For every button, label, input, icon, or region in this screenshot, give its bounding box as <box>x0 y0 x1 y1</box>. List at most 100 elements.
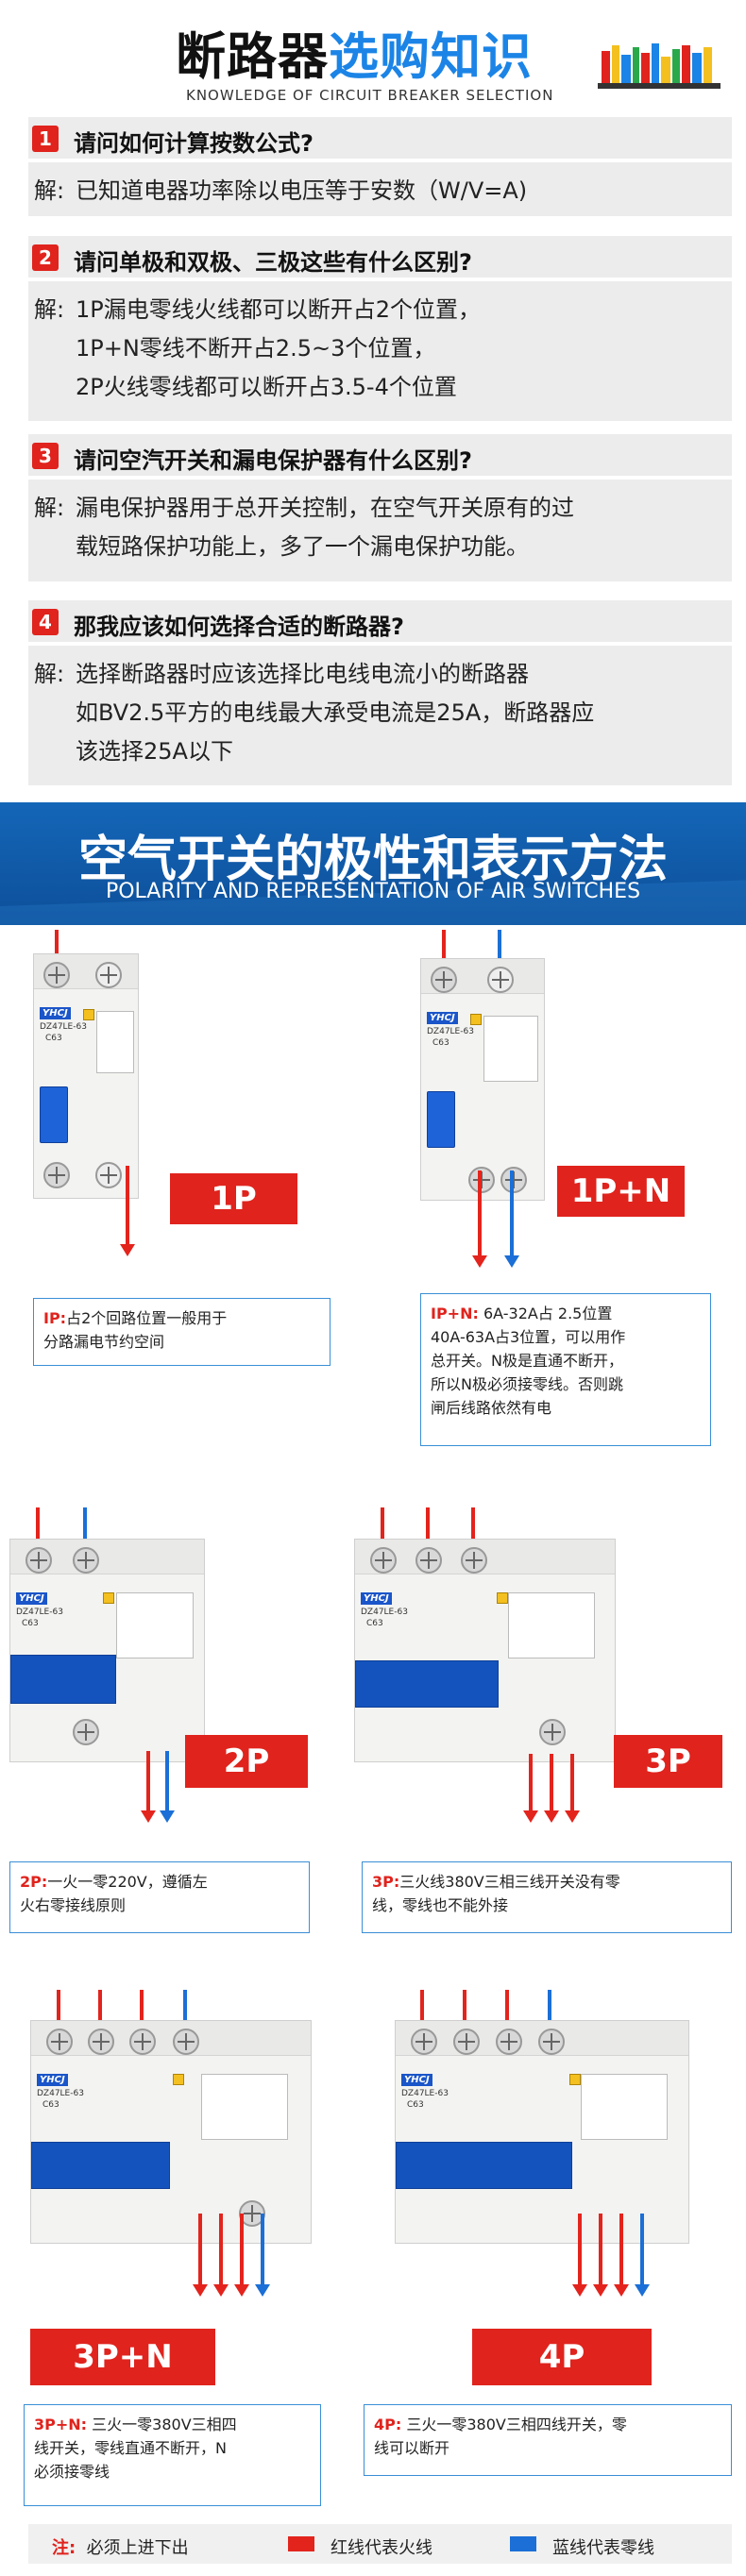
desc-key: 2P: <box>20 1873 48 1891</box>
arrow-down-icon <box>213 2284 229 2297</box>
terminal-screw-icon <box>461 1547 487 1574</box>
spec-label <box>483 1016 538 1082</box>
live-wire-in <box>381 1507 384 1545</box>
terminal-screw-icon <box>43 1162 70 1188</box>
desc-line: 三火一零380V三相四 <box>92 2416 237 2433</box>
desc-line: 占2个回路位置一般用于 <box>66 1309 228 1327</box>
rating-label: C63 <box>366 1619 383 1628</box>
live-wire-out <box>478 1170 482 1257</box>
pole-tag-1p: 1P <box>170 1173 297 1224</box>
desc-line: 线，零线也不能外接 <box>372 1896 509 1914</box>
switch-handle <box>355 1660 499 1708</box>
desc-line: 分路漏电节约空间 <box>43 1333 165 1351</box>
breaker-body: YHCJ DZ47LE-63 C63 <box>33 953 139 1199</box>
terminal-screw-icon <box>539 1719 566 1745</box>
desc-line: 火右零接线原则 <box>20 1896 127 1914</box>
answer-line: 选择断路器时应该选择比电线电流小的断路器 <box>76 661 529 687</box>
legend-note-key: 注: <box>52 2538 76 2558</box>
brand-label: YHCJ <box>427 1012 458 1024</box>
switch-handle <box>31 2142 170 2189</box>
pole-tag-2p: 2P <box>185 1735 308 1788</box>
bookshelf-icon <box>598 43 721 89</box>
spec-label <box>581 2074 668 2140</box>
model-label: DZ47LE-63 <box>37 2089 84 2098</box>
live-wire-out <box>240 2214 244 2287</box>
live-wire-in <box>36 1507 40 1545</box>
live-wire-out <box>570 1754 574 1812</box>
neutral-wire-in <box>183 1990 187 2028</box>
live-wire-in <box>57 1990 60 2028</box>
terminal-screw-icon <box>496 2029 522 2055</box>
test-button <box>83 1009 94 1020</box>
test-button <box>470 1014 482 1025</box>
section-banner: 空气开关的极性和表示方法 POLARITY AND REPRESENTATION… <box>0 802 746 925</box>
live-wire-in <box>442 930 446 968</box>
banner-title: 空气开关的极性和表示方法 <box>77 832 668 888</box>
model-label: DZ47LE-63 <box>427 1027 474 1036</box>
pole-desc-3pn: 3P+N: 三火一零380V三相四 线开关，零线直通不断开，N 必须接零线 <box>24 2404 321 2506</box>
breaker-body: YHCJ DZ47LE-63 C63 <box>395 2020 689 2244</box>
live-wire-in <box>55 930 59 968</box>
live-wire-out <box>126 1166 129 1246</box>
live-wire-out <box>619 2214 623 2287</box>
arrow-down-icon <box>255 2284 270 2297</box>
spec-label <box>201 2074 288 2140</box>
desc-key: IP+N: <box>431 1305 479 1322</box>
answer-label: 解: <box>34 177 65 204</box>
live-wire-out <box>578 2214 582 2287</box>
live-wire-in <box>98 1990 102 2028</box>
question-text: 请问单极和双极、三极这些有什么区别? <box>74 249 472 276</box>
rating-label: C63 <box>432 1038 449 1048</box>
legend-blue-label: 蓝线代表零线 <box>552 2538 654 2558</box>
title-black-part: 断路器 <box>176 28 329 86</box>
desc-key: 3P: <box>372 1873 400 1891</box>
live-wire-in <box>463 1990 466 2028</box>
terminal-screw-icon <box>538 2029 565 2055</box>
answer-2: 解: 1P漏电零线火线都可以断开占2个位置， 1P+N零线不断开占2.5~3个位… <box>28 281 732 421</box>
rating-label: C63 <box>42 2100 59 2110</box>
terminal-screw-icon <box>88 2029 114 2055</box>
answer-1: 解: 已知道电器功率除以电压等于安数（W/V=A) <box>28 162 732 216</box>
live-wire-out <box>529 1754 533 1812</box>
arrow-down-icon <box>593 2284 608 2297</box>
question-text: 那我应该如何选择合适的断路器? <box>74 614 404 640</box>
answer-line: 该选择25A以下 <box>76 738 233 765</box>
spec-label <box>116 1592 194 1658</box>
terminal-screw-icon <box>73 1719 99 1745</box>
arrow-down-icon <box>160 1810 175 1823</box>
answer-line: 漏电保护器用于总开关控制，在空气开关原有的过 <box>76 495 574 521</box>
banner-subtitle: POLARITY AND REPRESENTATION OF AIR SWITC… <box>105 880 641 903</box>
arrow-down-icon <box>472 1255 487 1268</box>
question-3: 3 请问空汽开关和漏电保护器有什么区别? <box>28 434 732 476</box>
model-label: DZ47LE-63 <box>361 1608 408 1617</box>
pole-tag-3p: 3P <box>614 1735 722 1788</box>
switch-handle <box>396 2142 572 2189</box>
blue-swatch <box>510 2536 536 2551</box>
model-label: DZ47LE-63 <box>401 2089 449 2098</box>
desc-line: 三火一零380V三相四线开关，零 <box>406 2416 627 2433</box>
terminal-screw-icon <box>453 2029 480 2055</box>
desc-line: 闸后线路依然有电 <box>431 1399 552 1417</box>
question-number: 4 <box>32 609 59 635</box>
terminal-screw-icon <box>73 1547 99 1574</box>
page-title: 断路器选购知识 <box>176 17 533 89</box>
terminal-screw-icon <box>173 2029 199 2055</box>
answer-line: 2P火线零线都可以断开占3.5-4个位置 <box>76 374 457 400</box>
brand-label: YHCJ <box>361 1592 392 1605</box>
answer-label: 解: <box>34 495 65 521</box>
question-number: 2 <box>32 244 59 271</box>
pole-desc-1pn: IP+N: 6A-32A占 2.5位置 40A-63A占3位置，可以用作 总开关… <box>420 1293 711 1446</box>
live-wire-in <box>505 1990 509 2028</box>
arrow-down-icon <box>635 2284 650 2297</box>
terminal-screw-icon <box>25 1547 52 1574</box>
pole-desc-3p: 3P:三火线380V三相三线开关没有零 线，零线也不能外接 <box>362 1861 732 1933</box>
answer-line: 载短路保护功能上，多了一个漏电保护功能。 <box>76 533 529 560</box>
pole-tag-4p: 4P <box>472 2329 652 2385</box>
desc-line: 必须接零线 <box>34 2463 110 2481</box>
answer-3: 解: 漏电保护器用于总开关控制，在空气开关原有的过 载短路保护功能上，多了一个漏… <box>28 480 732 581</box>
page-subtitle: KNOWLEDGE OF CIRCUIT BREAKER SELECTION <box>186 87 554 104</box>
terminal-screw-icon <box>411 2029 437 2055</box>
desc-line: 三火线380V三相三线开关没有零 <box>399 1873 620 1891</box>
question-4: 4 那我应该如何选择合适的断路器? <box>28 600 732 642</box>
neutral-wire-out <box>261 2214 264 2287</box>
